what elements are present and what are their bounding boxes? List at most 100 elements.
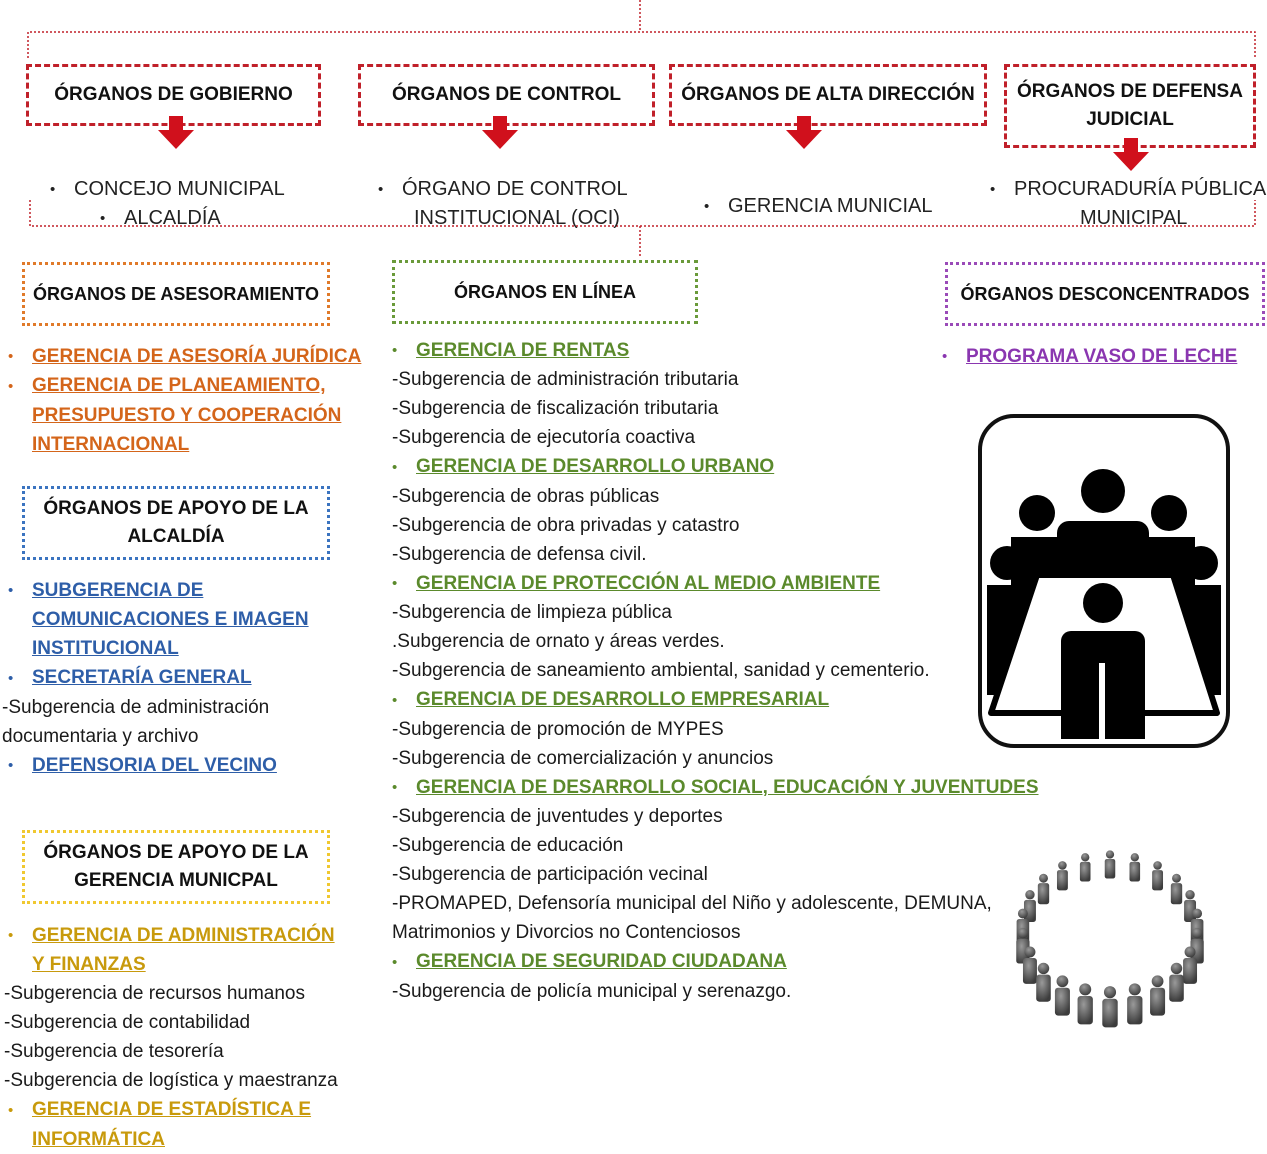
linea-heading-row: • GERENCIA DE RENTAS	[392, 336, 1032, 365]
person-figure	[1152, 861, 1164, 891]
linea-gerencia-link[interactable]: GERENCIA DE DESARROLLO SOCIAL, EDUCACIÓN…	[416, 776, 1039, 798]
apoyo-gerencia-list: •GERENCIA DE ADMINISTRACIÓN Y FINANZAS -…	[4, 925, 338, 1150]
linea-sub-row: -Subgerencia de comercialización y anunc…	[392, 744, 1032, 773]
alta-items: •GERENCIA MUNICIAL	[704, 195, 933, 217]
person-figure	[1023, 890, 1036, 923]
linea-heading-row: •GERENCIA DE SEGURIDAD CIUDADANA	[392, 947, 1032, 976]
person-figure	[1102, 986, 1118, 1028]
box-label-2: ALCALDÍA	[127, 526, 225, 547]
box-label: ÓRGANOS DE DEFENSA JUDICIAL	[1017, 81, 1243, 130]
item-concejo: CONCEJO MUNICIPAL	[74, 178, 285, 200]
linea-sub-row: -Subgerencia de policía municipal y sere…	[392, 977, 1032, 1006]
person-figure	[1079, 853, 1091, 882]
asesoramiento-list: •GERENCIA DE ASESORÍA JURÍDICA •GERENCIA…	[8, 346, 362, 455]
linea-gerencia-link[interactable]: GERENCIA DE DESARROLLO EMPRESARIAL	[416, 689, 830, 711]
linea-sub-row: -Subgerencia de participación vecinal	[392, 860, 1032, 889]
person-figure	[1190, 927, 1204, 964]
sub-logistica: -Subgerencia de logística y maestranza	[4, 1070, 338, 1092]
box-label: ÓRGANOS DE ASESORAMIENTO	[32, 284, 320, 304]
box-organos-en-linea: ÓRGANOS EN LÍNEA	[392, 260, 698, 324]
box-label-1: ÓRGANOS DE APOYO DE LA	[43, 842, 309, 863]
apoyo-alcaldia-list: •SUBGERENCIA DE COMUNICACIONES E IMAGEN …	[2, 580, 309, 776]
linea-sub-row: Matrimonios y Divorcios no Contenciosos	[392, 918, 1032, 947]
person-figure	[1150, 975, 1166, 1016]
linea-sub-row: -Subgerencia de limpieza pública	[392, 598, 1032, 627]
linea-gerencia-link[interactable]: GERENCIA DE PROTECCIÓN AL MEDIO AMBIENTE	[416, 572, 881, 594]
box-organos-alta-direccion: ÓRGANOS DE ALTA DIRECCIÓN	[669, 64, 987, 126]
linea-sub-row: -Subgerencia de defensa civil.	[392, 540, 1032, 569]
linea-subgerencia: -Subgerencia de promoción de MYPES	[392, 718, 724, 740]
link-subgerencia-comunicaciones[interactable]: SUBGERENCIA DE	[32, 580, 204, 601]
linea-subgerencia: -Subgerencia de juventudes y deportes	[392, 806, 723, 828]
linea-sub-row: -Subgerencia de promoción de MYPES	[392, 715, 1032, 744]
person-figure	[1056, 861, 1068, 891]
linea-gerencia-link[interactable]: GERENCIA DE DESARROLLO URBANO	[416, 456, 775, 478]
gobierno-items: •CONCEJO MUNICIPAL •ALCALDÍA	[50, 178, 285, 230]
linea-sub-row: -Subgerencia de administración tributari…	[392, 365, 1032, 394]
sub-administracion: -Subgerencia de administración	[2, 696, 270, 718]
link-planeamiento-2[interactable]: PRESUPUESTO Y COOPERACIÓN	[32, 404, 342, 426]
linea-sub-row: -PROMAPED, Defensoría municipal del Niño…	[392, 889, 1032, 918]
link-estadistica[interactable]: GERENCIA DE ESTADÍSTICA E	[32, 1099, 312, 1121]
link-comunicaciones-2[interactable]: COMUNICACIONES E IMAGEN	[32, 609, 309, 631]
connector-lines	[27, 0, 1256, 258]
person-figure	[1104, 850, 1116, 879]
person-figure	[1127, 983, 1143, 1025]
linea-sub-row: .Subgerencia de ornato y áreas verdes.	[392, 627, 1032, 656]
person-figure	[1077, 983, 1093, 1025]
linea-subgerencia: .Subgerencia de ornato y áreas verdes.	[392, 631, 725, 653]
box-label-1: ÓRGANOS DE APOYO DE LA	[43, 498, 309, 519]
linea-sub-row: -Subgerencia de fiscalización tributaria	[392, 394, 1032, 423]
sub-documentaria: documentaria y archivo	[2, 725, 199, 747]
box-asesoramiento: ÓRGANOS DE ASESORAMIENTO	[22, 262, 330, 326]
link-informatica[interactable]: INFORMÁTICA	[32, 1128, 165, 1150]
box-apoyo-gerencia: ÓRGANOS DE APOYO DE LA GERENCIA MUNICPAL	[22, 830, 330, 904]
box-label: ÓRGANOS DE GOBIERNO	[54, 84, 293, 105]
linea-sub-row: -Subgerencia de saneamiento ambiental, s…	[392, 656, 1032, 685]
bullet: •	[392, 779, 398, 797]
linea-sub-row: -Subgerencia de ejecutoría coactiva	[392, 423, 1032, 452]
linea-subgerencia: -Subgerencia de administración tributari…	[392, 369, 739, 391]
linea-subgerencia: -Subgerencia de obras públicas	[392, 485, 660, 507]
meeting-table-icon	[978, 414, 1230, 748]
link-planeamiento-3[interactable]: INTERNACIONAL	[32, 433, 190, 455]
box-label: ÓRGANOS EN LÍNEA	[453, 282, 636, 302]
arrow-down-icon	[1113, 138, 1149, 171]
bullet: •	[392, 342, 398, 360]
link-finanzas-2[interactable]: Y FINANZAS	[32, 954, 146, 976]
bullet: •	[392, 458, 398, 476]
sub-contabilidad: -Subgerencia de contabilidad	[4, 1012, 251, 1034]
link-vaso-de-leche[interactable]: PROGRAMA VASO DE LECHE	[966, 346, 1238, 367]
linea-subgerencia: -Subgerencia de limpieza pública	[392, 602, 672, 624]
linea-subgerencia: -Subgerencia de educación	[392, 835, 624, 857]
link-asesoria-juridica[interactable]: GERENCIA DE ASESORÍA JURÍDICA	[32, 346, 362, 367]
link-defensoria-vecino[interactable]: DEFENSORIA DEL VECINO	[32, 754, 277, 776]
box-desconcentrados: ÓRGANOS DESCONCENTRADOS	[945, 262, 1265, 326]
person-figure	[1016, 927, 1030, 964]
person-figure	[1169, 962, 1184, 1002]
sub-tesoreria: -Subgerencia de tesorería	[4, 1041, 224, 1063]
person-figure	[1170, 873, 1183, 905]
en-linea-list: • GERENCIA DE RENTAS -Subgerencia de admin…	[392, 336, 1039, 1006]
linea-subgerencia: Matrimonios y Divorcios no Contenciosos	[392, 922, 741, 944]
link-secretaria-general[interactable]: SECRETARÍA GENERAL	[32, 667, 252, 689]
arrow-down-icon	[158, 116, 194, 149]
link-comunicaciones-3[interactable]: INSTITUCIONAL	[32, 638, 179, 660]
bullet: •	[392, 575, 398, 593]
linea-heading-row: • GERENCIA DE DESARROLLO URBANO	[392, 452, 1032, 481]
item-oci: ÓRGANO DE CONTROL	[402, 178, 628, 200]
person-figure	[1184, 890, 1197, 923]
linea-subgerencia: -Subgerencia de saneamiento ambiental, s…	[392, 660, 930, 682]
linea-gerencia-link[interactable]: GERENCIA DE SEGURIDAD CIUDADANA	[416, 951, 787, 973]
linea-subgerencia: -Subgerencia de obra privadas y catastro	[392, 514, 740, 536]
link-administracion-finanzas[interactable]: GERENCIA DE ADMINISTRACIÓN	[32, 925, 335, 946]
sub-recursos-humanos: -Subgerencia de recursos humanos	[4, 983, 306, 1005]
link-planeamiento[interactable]: GERENCIA DE PLANEAMIENTO,	[32, 375, 326, 397]
person-figure	[1183, 946, 1198, 984]
linea-gerencia-link[interactable]: GERENCIA DE RENTAS	[416, 340, 630, 361]
arrow-down-icon	[482, 116, 518, 149]
linea-subgerencia: -Subgerencia de fiscalización tributaria	[392, 398, 719, 420]
box-label: ÓRGANOS DE ALTA DIRECCIÓN	[681, 84, 975, 105]
control-items: •ÓRGANO DE CONTROL INSTITUCIONAL (OCI)	[378, 178, 628, 230]
bullet: •	[392, 691, 398, 709]
